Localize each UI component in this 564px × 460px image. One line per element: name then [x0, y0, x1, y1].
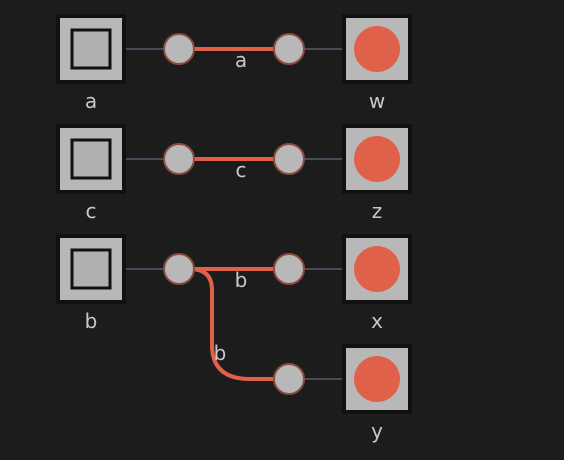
output-node-w[interactable] — [342, 14, 412, 84]
source-port-b[interactable] — [163, 253, 195, 285]
wire-label-a-w: a — [235, 48, 247, 72]
input-square-icon — [70, 28, 112, 70]
output-label-w: w — [369, 89, 385, 113]
input-square-icon — [70, 138, 112, 180]
wire-label-c-z: c — [236, 158, 247, 182]
input-node-c[interactable] — [56, 124, 126, 194]
wire-stubs — [124, 48, 344, 380]
input-node-a[interactable] — [56, 14, 126, 84]
wire-label-b-x: b — [235, 268, 248, 292]
sink-port-x[interactable] — [273, 253, 305, 285]
input-label-b: b — [85, 309, 98, 333]
input-label-c: c — [86, 199, 97, 223]
output-dot-icon — [354, 136, 400, 182]
ports — [163, 33, 305, 395]
source-port-a[interactable] — [163, 33, 195, 65]
output-dot-icon — [354, 246, 400, 292]
output-dot-icon — [354, 26, 400, 72]
output-node-y[interactable] — [342, 344, 412, 414]
input-square-icon — [70, 248, 112, 290]
wire-label-b-y: b — [214, 341, 227, 365]
output-label-y: y — [371, 419, 383, 443]
sink-port-z[interactable] — [273, 143, 305, 175]
output-dot-icon — [354, 356, 400, 402]
output-label-x: x — [371, 309, 383, 333]
input-node-b[interactable] — [56, 234, 126, 304]
input-label-a: a — [85, 89, 97, 113]
sink-port-y[interactable] — [273, 363, 305, 395]
output-node-x[interactable] — [342, 234, 412, 304]
wires — [178, 47, 290, 381]
wire-b-y[interactable] — [188, 267, 290, 381]
sink-port-w[interactable] — [273, 33, 305, 65]
output-node-z[interactable] — [342, 124, 412, 194]
output-label-z: z — [372, 199, 383, 223]
source-port-c[interactable] — [163, 143, 195, 175]
